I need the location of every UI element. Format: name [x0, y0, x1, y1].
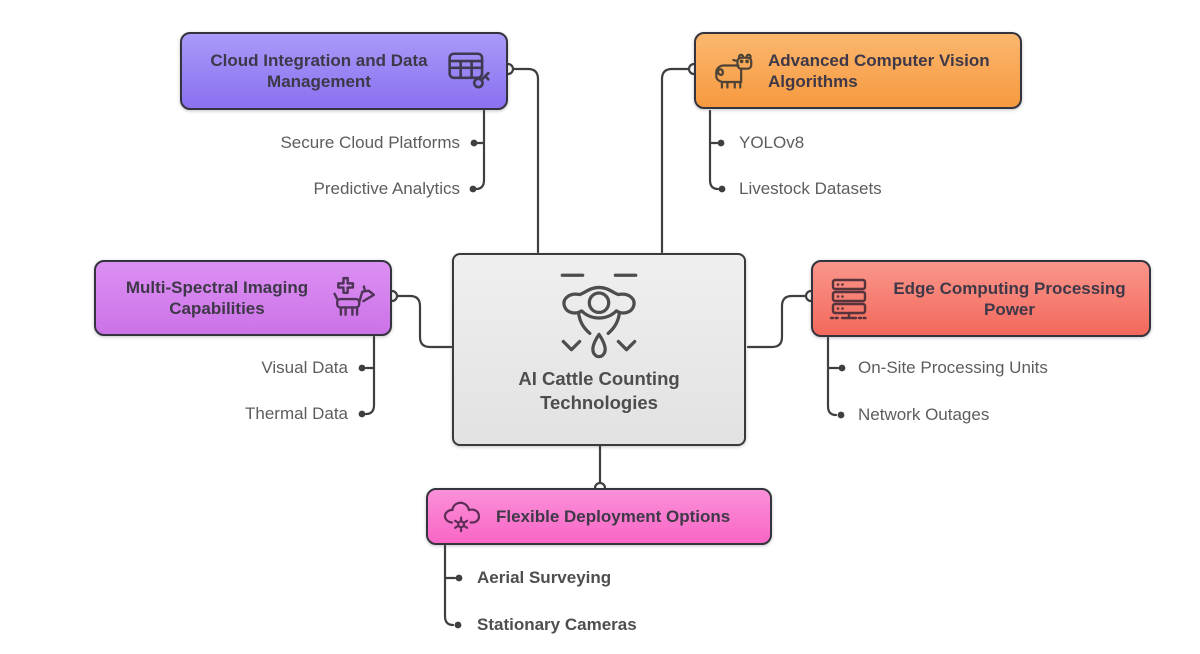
data-table-key-icon: [446, 48, 492, 94]
leaf-network-outages[interactable]: Network Outages: [858, 405, 990, 424]
leaf-secure-cloud-platforms[interactable]: Secure Cloud Platforms: [280, 133, 460, 152]
node-computer-vision-label: Advanced Computer Vision Algorithms: [768, 50, 990, 91]
dot-aerial: [455, 574, 463, 582]
dot-network-outages: [837, 411, 845, 419]
tree-vision: [708, 109, 720, 191]
node-computer-vision[interactable]: Advanced Computer Vision Algorithms: [694, 32, 1022, 109]
leaf-aerial-surveying[interactable]: Aerial Surveying: [477, 568, 612, 587]
leaf-livestock-datasets[interactable]: Livestock Datasets: [739, 179, 882, 198]
center-node-label: AI Cattle Counting Technologies: [518, 368, 680, 413]
dot-livestock-datasets: [718, 185, 726, 193]
tree-edge: [826, 336, 840, 417]
leaf-thermal-data[interactable]: Thermal Data: [245, 404, 348, 423]
tree-cloud: [474, 109, 486, 191]
node-flexible-deployment[interactable]: Flexible Deployment Options: [426, 488, 772, 545]
leaf-stationary-cameras[interactable]: Stationary Cameras: [477, 615, 637, 634]
leaf-predictive-analytics[interactable]: Predictive Analytics: [313, 179, 460, 198]
dot-thermal-data: [358, 410, 366, 418]
dot-stationary: [454, 621, 462, 629]
wire-multi-to-center: [390, 294, 453, 349]
cloud-gear-icon: [441, 497, 483, 537]
dot-yolov8: [717, 139, 725, 147]
drone-sprayer-icon: [548, 267, 650, 365]
tree-multi: [364, 335, 376, 416]
livestock-health-icon: [332, 275, 378, 321]
wire-vision-to-center: [660, 67, 696, 254]
dot-secure-cloud: [470, 139, 478, 147]
dot-onsite: [838, 364, 846, 372]
cow-icon: [710, 51, 754, 91]
node-cloud-integration[interactable]: Cloud Integration and Data Management: [180, 32, 508, 110]
node-edge-computing-label: Edge Computing Processing Power: [893, 278, 1126, 319]
wire-cloud-to-center: [506, 67, 540, 254]
node-multi-spectral[interactable]: Multi-Spectral Imaging Capabilities: [94, 260, 392, 336]
leaf-onsite-processing-units[interactable]: On-Site Processing Units: [858, 358, 1048, 377]
leaf-visual-data[interactable]: Visual Data: [261, 358, 348, 377]
node-center-ai-cattle-counting[interactable]: AI Cattle Counting Technologies: [452, 253, 746, 446]
dot-visual-data: [358, 364, 366, 372]
node-edge-computing[interactable]: Edge Computing Processing Power: [811, 260, 1151, 337]
node-multi-spectral-label: Multi-Spectral Imaging Capabilities: [125, 278, 309, 318]
node-cloud-integration-label: Cloud Integration and Data Management: [210, 51, 428, 91]
dot-predictive: [469, 185, 477, 193]
wire-edge-to-center: [746, 294, 813, 349]
leaf-yolov8[interactable]: YOLOv8: [739, 133, 805, 152]
node-flexible-deployment-label: Flexible Deployment Options: [496, 507, 731, 526]
tree-deploy: [443, 544, 457, 627]
server-rack-icon: [826, 276, 872, 322]
